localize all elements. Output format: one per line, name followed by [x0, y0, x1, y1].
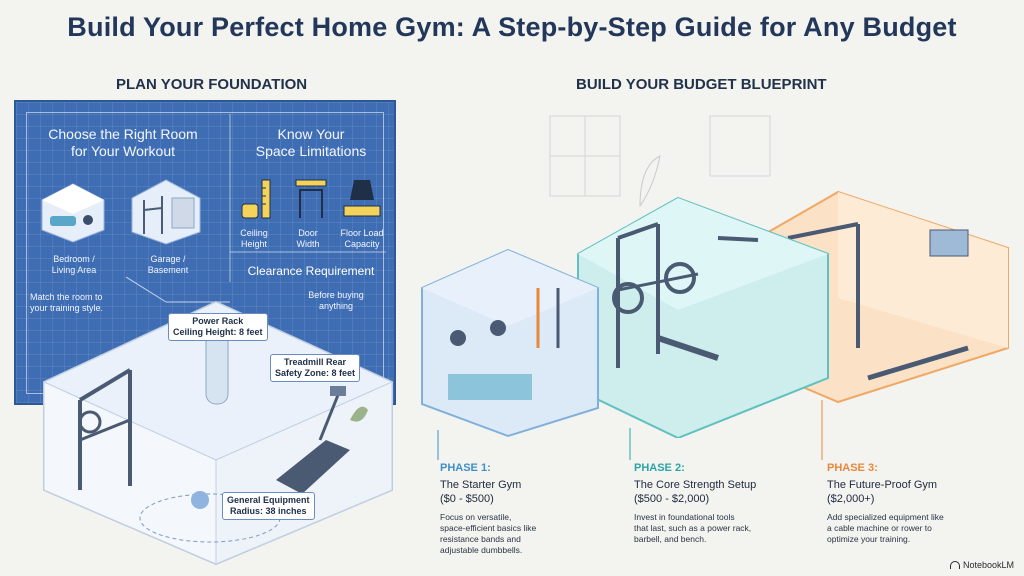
garage-icon	[131, 179, 201, 245]
phase-3-name-line1: The Future-Proof Gym	[827, 479, 938, 491]
phase-2-name-line2: ($500 - $2,000)	[634, 493, 710, 505]
callout-power-rack-line2: Ceiling Height: 8 feet	[173, 327, 263, 337]
phase-1-name-line1: The Starter Gym	[440, 479, 522, 491]
section-title-budget: BUILD YOUR BUDGET BLUEPRINT	[576, 76, 827, 93]
phase-3-name: The Future-Proof Gym ($2,000+)	[827, 478, 937, 506]
room-note-line2: your training style.	[30, 303, 104, 313]
option-bedroom: Bedroom / Living Area	[36, 254, 112, 276]
page-title: Build Your Perfect Home Gym: A Step-by-S…	[67, 12, 957, 42]
phase-2-desc-line1: Invest in foundational tools	[634, 512, 735, 522]
phase-2-desc-line2: that last, such as a power rack,	[634, 523, 752, 533]
phase-2-label: PHASE 2:	[634, 462, 685, 474]
phase-1-desc-line4: adjustable dumbbells.	[440, 545, 523, 555]
callout-power-rack: Power Rack Ceiling Height: 8 feet	[168, 313, 268, 341]
budget-phase-rooms	[421, 190, 1009, 438]
phase-3-desc-line2: a cable machine or rower to	[827, 523, 932, 533]
phase-2-desc-line3: barbell, and bench.	[634, 534, 707, 544]
phase-3-desc-line3: optimize your training.	[827, 534, 911, 544]
room-note: Match the room to your training style.	[30, 292, 130, 314]
phase-3-name-line2: ($2,000+)	[827, 493, 875, 505]
space-ceiling: Ceiling Height	[232, 228, 276, 250]
option-garage: Garage / Basement	[130, 254, 206, 276]
phase-2-name-line1: The Core Strength Setup	[634, 479, 757, 491]
phase-3-desc-line1: Add specialized equipment like	[827, 512, 944, 522]
option-garage-line1: Garage /	[150, 254, 186, 264]
floor-load-icon	[343, 180, 381, 217]
option-bedroom-line1: Bedroom /	[53, 254, 95, 264]
callout-treadmill-line1: Treadmill Rear	[284, 357, 347, 367]
option-bedroom-line2: Living Area	[51, 265, 97, 275]
room-heading-line1: Choose the Right Room	[48, 126, 198, 142]
bedroom-icon	[41, 183, 105, 243]
room-heading-line2: for Your Workout	[70, 143, 176, 159]
phase-1-description: Focus on versatile, space-efficient basi…	[440, 512, 536, 556]
space-floor-line2: Capacity	[344, 239, 380, 249]
space-heading: Know Your Space Limitations	[236, 126, 386, 160]
clearance-note: Before buying anything	[286, 290, 386, 312]
background-sketch	[549, 115, 771, 207]
brand-logo: NotebookLM	[949, 560, 1014, 570]
callout-general-equipment: General Equipment Radius: 38 inches	[222, 492, 315, 520]
option-garage-line2: Basement	[147, 265, 189, 275]
phase-1-name-line2: ($0 - $500)	[440, 493, 494, 505]
phase-1-desc-line1: Focus on versatile,	[440, 512, 512, 522]
callout-power-rack-line1: Power Rack	[192, 316, 244, 326]
space-door-line2: Width	[296, 239, 320, 249]
phase-2-name: The Core Strength Setup ($500 - $2,000)	[634, 478, 756, 506]
clearance-note-line1: Before buying	[308, 290, 364, 300]
phase-1-desc-line3: resistance bands and	[440, 534, 521, 544]
space-door: Door Width	[286, 228, 330, 250]
phase-1-desc-line2: space-efficient basics like	[440, 523, 537, 533]
callout-general-equipment-line2: Radius: 38 inches	[230, 506, 307, 516]
ceiling-height-icon	[241, 179, 271, 219]
space-ceiling-line1: Ceiling	[240, 228, 268, 238]
space-heading-line1: Know Your	[277, 126, 345, 142]
phase-1-name: The Starter Gym ($0 - $500)	[440, 478, 521, 506]
clearance-heading: Clearance Requirement	[247, 264, 375, 278]
space-ceiling-line2: Height	[240, 239, 267, 249]
door-width-icon	[295, 179, 327, 218]
room-note-line1: Match the room to	[30, 292, 103, 302]
room-heading: Choose the Right Room for Your Workout	[38, 126, 208, 160]
space-door-line1: Door	[298, 228, 318, 238]
blueprint-lines	[125, 114, 386, 303]
phase-3-description: Add specialized equipment like a cable m…	[827, 512, 944, 545]
space-floor-line1: Floor Load	[340, 228, 384, 238]
phase-2-description: Invest in foundational tools that last, …	[634, 512, 751, 545]
space-heading-line2: Space Limitations	[255, 143, 367, 159]
notebooklm-icon	[949, 561, 960, 569]
clearance-note-line2: anything	[318, 301, 354, 311]
section-title-foundation: PLAN YOUR FOUNDATION	[116, 76, 308, 93]
phase-3-label: PHASE 3:	[827, 462, 878, 474]
space-floor: Floor Load Capacity	[334, 228, 390, 250]
brand-name: NotebookLM	[962, 560, 1014, 570]
phase-1-label: PHASE 1:	[440, 462, 491, 474]
callout-treadmill-line2: Safety Zone: 8 feet	[275, 368, 356, 378]
foundation-blueprint-panel: Choose the Right Room for Your Workout K…	[14, 100, 396, 405]
callout-general-equipment-line1: General Equipment	[227, 495, 310, 505]
callout-treadmill: Treadmill Rear Safety Zone: 8 feet	[270, 354, 361, 382]
